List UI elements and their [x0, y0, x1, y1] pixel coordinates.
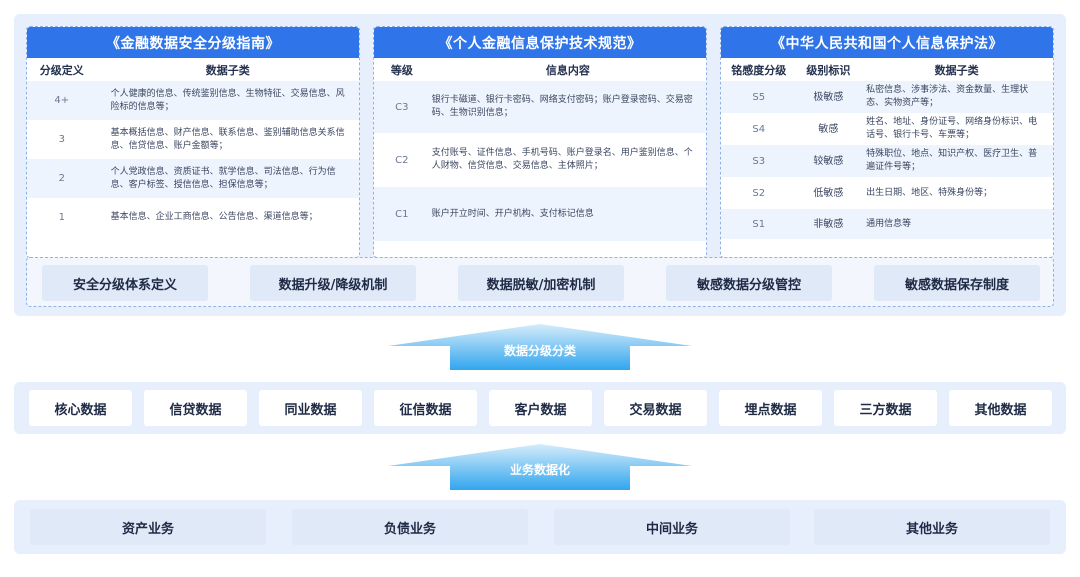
table-row: C1 账户开立时间、开户机构、支付标记信息 — [374, 187, 706, 241]
row-level: C1 — [395, 208, 409, 220]
row-text: 账户开立时间、开户机构、支付标记信息 — [431, 208, 594, 219]
business-liabilities: 负债业务 — [292, 509, 528, 545]
mechanism-upgrade-downgrade: 数据升级/降级机制 — [250, 265, 416, 301]
row-text: 支付账号、证件信息、手机号码、账户登录名、用户鉴别信息、个人财物、信贷信息、交易… — [431, 148, 693, 171]
data-type-other: 其他数据 — [949, 390, 1052, 426]
data-type-customer: 客户数据 — [489, 390, 592, 426]
law-card: 《中华人民共和国个人信息保护法》 铭感度分级 级别标识 数据子类 S5 极敏感 … — [720, 26, 1054, 258]
row-level: 2 — [58, 173, 65, 184]
up-arrow-icon — [388, 324, 692, 370]
row-tag: 较敏感 — [813, 155, 844, 167]
spec-title: 《个人金融信息保护技术规范》 — [374, 27, 706, 58]
business-assets: 资产业务 — [30, 509, 266, 545]
spec-card: 《个人金融信息保护技术规范》 等级 信息内容 C3 银行卡磁道、银行卡密码、网络… — [373, 26, 707, 258]
up-arrow-icon — [388, 444, 692, 490]
row-tag: 非敏感 — [813, 218, 844, 230]
row-tag: 敏感 — [818, 123, 839, 135]
row-text: 基本概括信息、财产信息、联系信息、鉴别辅助信息关系信息、信贷信息、账户金额等； — [110, 127, 345, 151]
law-header-level: 铭感度分级 — [731, 63, 787, 77]
row-text: 私密信息、涉事涉法、资金数量、生理状态、实物资产等； — [866, 85, 1029, 108]
mechanism-sensitive-control: 敏感数据分级管控 — [666, 265, 832, 301]
row-text: 个人党政信息、资质证书、就学信息、司法信息、行为信息、客户标签、授信信息、担保信… — [110, 166, 336, 190]
business-panel: 资产业务 负债业务 中间业务 其他业务 — [14, 500, 1066, 554]
data-type-core: 核心数据 — [29, 390, 132, 426]
data-type-third-party: 三方数据 — [834, 390, 937, 426]
digitization-arrow-label: 业务数据化 — [509, 463, 570, 477]
business-intermediary: 中间业务 — [554, 509, 790, 545]
row-text: 姓名、地址、身份证号、网络身份标识、电话号、银行卡号、车票等； — [866, 117, 1038, 140]
table-row: C3 银行卡磁道、银行卡密码、网络支付密码；账户登录密码、交易密码、生物识别信息… — [374, 81, 706, 133]
mechanism-bar: 安全分级体系定义 数据升级/降级机制 数据脱敏/加密机制 敏感数据分级管控 敏感… — [26, 257, 1054, 307]
table-row: C2 支付账号、证件信息、手机号码、账户登录名、用户鉴别信息、个人财物、信贷信息… — [374, 133, 706, 187]
table-row: S5 极敏感 私密信息、涉事涉法、资金数量、生理状态、实物资产等； — [721, 81, 1053, 113]
mechanism-definition: 安全分级体系定义 — [42, 265, 208, 301]
data-type-interbank: 同业数据 — [259, 390, 362, 426]
row-text: 通用信息等 — [866, 218, 912, 229]
row-level: S2 — [752, 187, 766, 199]
guide-table-header: 分级定义 数据子类 — [27, 58, 359, 81]
data-type-credit: 信贷数据 — [144, 390, 247, 426]
spec-header-content: 信息内容 — [545, 63, 590, 77]
row-level: S5 — [752, 91, 766, 103]
row-level: 1 — [58, 212, 65, 223]
spec-table-header: 等级 信息内容 — [374, 58, 706, 81]
row-level: S1 — [752, 218, 766, 230]
guide-header-level: 分级定义 — [39, 63, 84, 77]
table-row: S3 较敏感 特殊职位、地点、知识产权、医疗卫生、普遍证件号等； — [721, 145, 1053, 177]
row-level: S3 — [752, 155, 766, 167]
data-types-panel: 核心数据 信贷数据 同业数据 征信数据 客户数据 交易数据 埋点数据 三方数据 … — [14, 382, 1066, 434]
row-text: 银行卡磁道、银行卡密码、网络支付密码；账户登录密码、交易密码、生物识别信息； — [431, 95, 693, 118]
guide-card: 《金融数据安全分级指南》 分级定义 数据子类 4+ 个人健康的信息、传统鉴别信息… — [26, 26, 360, 258]
data-type-transaction: 交易数据 — [604, 390, 707, 426]
table-row: 1 基本信息、企业工商信息、公告信息、渠道信息等； — [27, 198, 359, 237]
row-tag: 低敏感 — [813, 187, 844, 199]
row-text: 个人健康的信息、传统鉴别信息、生物特征、交易信息、风险标的信息等； — [110, 88, 345, 112]
row-level: S4 — [752, 123, 766, 135]
guide-header-subclass: 数据子类 — [205, 63, 250, 77]
digitization-arrow: 业务数据化 — [388, 444, 692, 490]
spec-header-level: 等级 — [390, 63, 413, 77]
table-row: 4+ 个人健康的信息、传统鉴别信息、生物特征、交易信息、风险标的信息等； — [27, 81, 359, 120]
row-level: 3 — [58, 134, 65, 145]
row-level: 4+ — [54, 95, 70, 106]
mechanism-masking-encryption: 数据脱敏/加密机制 — [458, 265, 624, 301]
classification-standards-panel: 《金融数据安全分级指南》 分级定义 数据子类 4+ 个人健康的信息、传统鉴别信息… — [14, 14, 1066, 316]
data-type-credit-report: 征信数据 — [374, 390, 477, 426]
law-table-header: 铭感度分级 级别标识 数据子类 — [721, 58, 1053, 81]
law-title: 《中华人民共和国个人信息保护法》 — [721, 27, 1053, 58]
table-row: 3 基本概括信息、财产信息、联系信息、鉴别辅助信息关系信息、信贷信息、账户金额等… — [27, 120, 359, 159]
table-row: S1 非敏感 通用信息等 — [721, 209, 1053, 239]
row-level: C2 — [395, 154, 409, 166]
classification-arrow: 数据分级分类 — [388, 324, 692, 370]
row-text: 出生日期、地区、特殊身份等； — [866, 187, 993, 198]
law-header-subclass: 数据子类 — [934, 63, 979, 77]
row-tag: 极敏感 — [813, 91, 844, 103]
business-other: 其他业务 — [814, 509, 1050, 545]
row-text: 基本信息、企业工商信息、公告信息、渠道信息等； — [110, 212, 318, 222]
row-text: 特殊职位、地点、知识产权、医疗卫生、普遍证件号等； — [866, 149, 1038, 172]
table-row: S4 敏感 姓名、地址、身份证号、网络身份标识、电话号、银行卡号、车票等； — [721, 113, 1053, 145]
law-header-tag: 级别标识 — [806, 63, 851, 77]
table-row: 2 个人党政信息、资质证书、就学信息、司法信息、行为信息、客户标签、授信信息、担… — [27, 159, 359, 198]
row-level: C3 — [395, 101, 409, 113]
data-type-tracking: 埋点数据 — [719, 390, 822, 426]
table-row: S2 低敏感 出生日期、地区、特殊身份等； — [721, 177, 1053, 209]
classification-arrow-label: 数据分级分类 — [503, 344, 576, 358]
guide-title: 《金融数据安全分级指南》 — [27, 27, 359, 58]
mechanism-storage-policy: 敏感数据保存制度 — [874, 265, 1040, 301]
